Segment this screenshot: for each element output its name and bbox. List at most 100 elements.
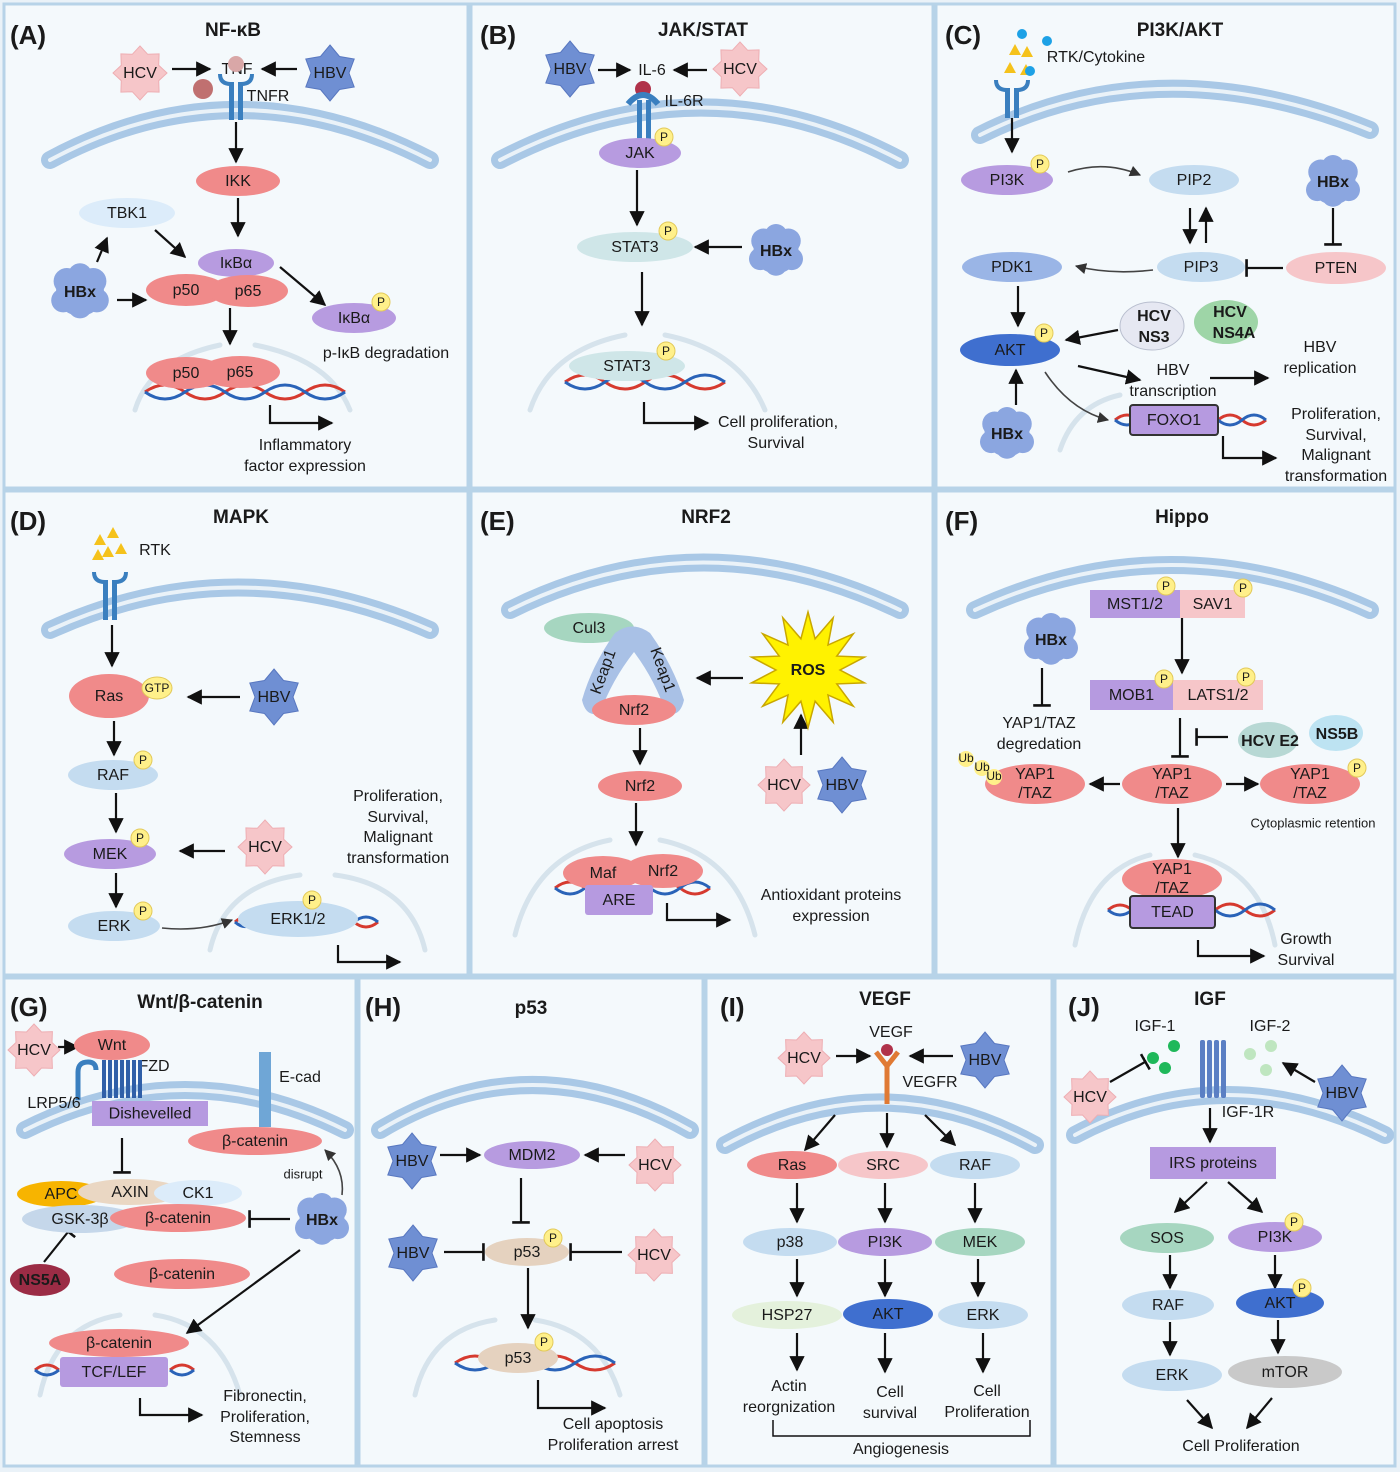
b-transcription-arrow (642, 402, 710, 431)
c-hcv-ns3-shape (1119, 301, 1185, 351)
g-tcf-label: TCF/LEF (82, 1364, 147, 1381)
a-ikk-label: IKK (225, 173, 251, 190)
f-yap-nuclear-shape (1122, 859, 1222, 899)
h-out1-label: Cell apoptosis (563, 1416, 664, 1433)
f-ub-tag: Ub (974, 760, 990, 776)
a-hbx-to-tbk1 (94, 236, 109, 263)
i-erk-label: ERK (967, 1307, 1000, 1324)
f-yap-p: YAP1/TAZ (1260, 764, 1360, 804)
c-out4-label: transformation (1285, 468, 1387, 485)
j-hcv-shape (1063, 1070, 1117, 1124)
j-erk-to-proliferation (1186, 1399, 1214, 1430)
panel-b-label: (B) (480, 20, 516, 50)
phospho-badge-circle (654, 127, 674, 147)
phospho-label: P (662, 344, 670, 358)
panel-f-label: (F) (945, 506, 978, 536)
phospho-badge: P (534, 1332, 554, 1352)
b-il6r-label: IL-6R (664, 93, 703, 110)
f-ub-tag: Ub (986, 769, 1002, 785)
g-ns5a-label: NS5A (19, 1272, 62, 1289)
a-p50-label: p50 (173, 282, 200, 299)
c-pdk1-shape (962, 252, 1062, 282)
g-hbx-disrupt (324, 1149, 344, 1196)
j-igf2-dot (1260, 1064, 1272, 1076)
h-hcv-top: HCV (628, 1138, 682, 1192)
g-ns5a-shape (10, 1264, 70, 1296)
d-rtk-b (112, 580, 117, 620)
phospho-badge-circle (1284, 1212, 1304, 1232)
g-lrp-shape (75, 1059, 99, 1100)
a-hbx-label: HBx (64, 284, 96, 301)
a-tnfr-arms (218, 73, 254, 86)
nucleus-arc-b (527, 332, 768, 413)
h-hcv-top-shape (628, 1138, 682, 1192)
nodes: HCVHBVTNFTNFRIKKTBK1IκBαp50p65HBxIκBαPp-… (7, 29, 1387, 1458)
f-ns5b-shape (1309, 715, 1363, 751)
c-ligand-dot (1042, 36, 1052, 46)
c-hbvt1-label: HBV (1157, 362, 1190, 379)
phospho-badge-circle (1156, 576, 1176, 596)
c-rtk-arms (994, 79, 1030, 92)
j-raf-label: RAF (1152, 1297, 1184, 1314)
a-pikba-shape (312, 303, 396, 333)
i-pi3k-shape (838, 1228, 932, 1256)
i-vegfr-to-raf (924, 1114, 957, 1147)
a-p50: p50 (146, 274, 226, 306)
phospho-badge: P (302, 890, 322, 910)
e-ros-label: ROS (791, 662, 826, 679)
d-erk-label: ERK (98, 918, 131, 935)
phospho-badge: P (130, 828, 150, 848)
d-out1-label: Proliferation, (353, 788, 443, 805)
j-hbv: HBV (1317, 1064, 1367, 1122)
c-ligand-dot (1025, 66, 1035, 76)
a-out1-label: Inflammatory (259, 437, 351, 454)
d-ras-shape (69, 674, 149, 718)
panel-i-title: VEGF (859, 989, 911, 1010)
c-out2-label: Survival, (1305, 427, 1366, 444)
i-o1a-label: Actin (771, 1378, 807, 1395)
h-mdm2-label: MDM2 (508, 1147, 555, 1164)
i-pi3k-label: PI3K (868, 1234, 903, 1251)
f-ns5b: NS5B (1309, 715, 1363, 751)
d-hbv-shape (249, 668, 299, 726)
phospho-badge-circle (1154, 669, 1174, 689)
a-nuc-p65-shape (200, 356, 280, 388)
a-hcv-shape (112, 45, 168, 101)
b-out2-label: Survival (748, 435, 805, 452)
j-pi3k: PI3K (1228, 1222, 1322, 1252)
phospho-badge: P (133, 901, 153, 921)
g-bcat-nuclear: β-catenin (49, 1329, 189, 1357)
e-nrf2-bound-label: Nrf2 (619, 702, 649, 719)
i-src-label: SRC (866, 1157, 900, 1174)
phospho-label: P (1353, 761, 1361, 775)
g-bcat-complex: β-catenin (110, 1204, 246, 1232)
b-hcv-shape (712, 41, 768, 97)
phospho-badge-circle (534, 1332, 554, 1352)
g-bcat-complex-label: β-catenin (145, 1210, 211, 1227)
c-hbvr2-label: replication (1284, 360, 1357, 377)
c-out1-label: Proliferation, (1291, 406, 1381, 423)
f-ub-label: Ub (986, 769, 1002, 783)
d-hcv-shape (237, 819, 293, 875)
phospho-badge-circle (1236, 667, 1256, 687)
b-nuc-stat3-shape (569, 351, 685, 381)
membrane-b-hl (498, 105, 902, 162)
a-ikk-shape (196, 166, 280, 196)
i-mek-shape (935, 1228, 1025, 1256)
phospho-badge: P (1156, 576, 1176, 596)
g-gsk-label: GSK-3β (51, 1211, 108, 1228)
a-out2-label: factor expression (244, 458, 366, 475)
phospho-badge-circle (1292, 1278, 1312, 1298)
phospho-badge-circle (133, 750, 153, 770)
e-nrf2-free-label: Nrf2 (625, 778, 655, 795)
f-hcv-e2-shape (1238, 722, 1298, 758)
j-mtor-shape (1228, 1356, 1342, 1388)
h-hbv-top-label: HBV (396, 1153, 429, 1170)
b-hbv-shape (545, 40, 595, 98)
j-igf1r-chain (1214, 1040, 1219, 1098)
g-fzd-helix (108, 1060, 112, 1098)
g-wnt-shape (74, 1030, 150, 1060)
g-hcv-shape (7, 1023, 61, 1077)
j-igf1-label: IGF-1 (1135, 1018, 1176, 1035)
